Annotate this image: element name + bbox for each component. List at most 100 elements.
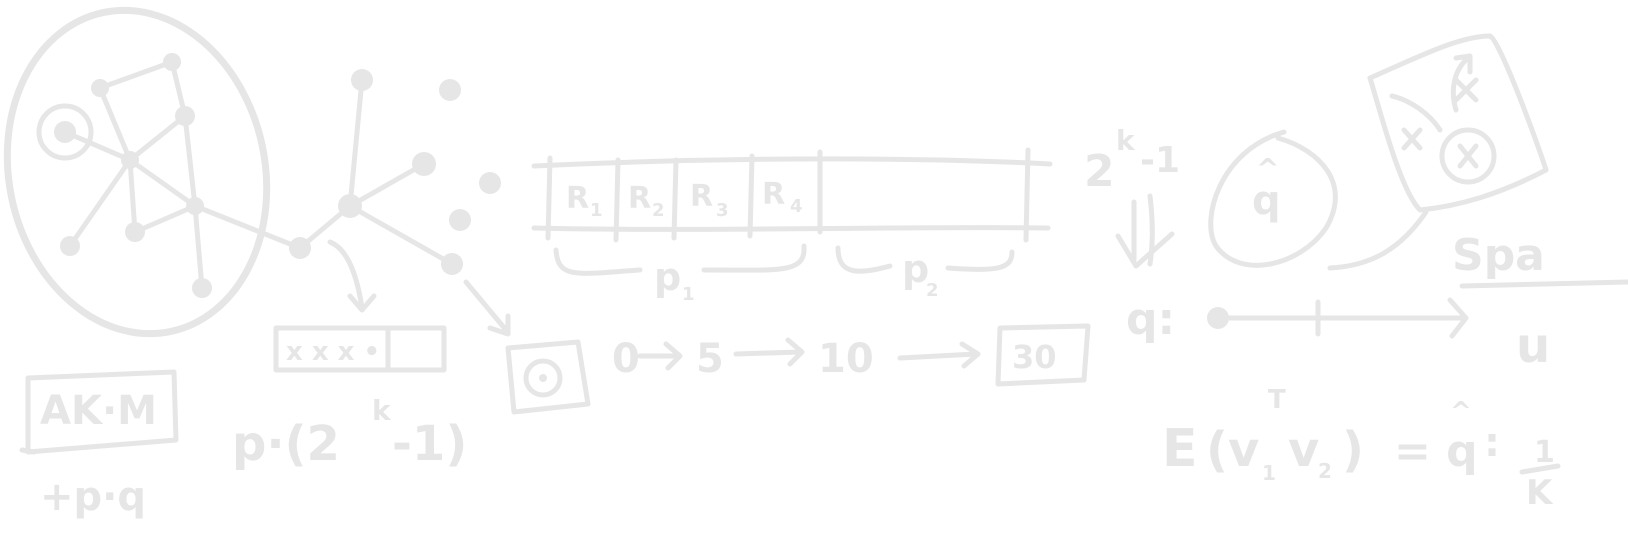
seq-arrow-2 [733,337,805,367]
graph-edge [97,59,188,163]
r2-sub: 2 [652,200,665,221]
graph-node [439,79,461,101]
akm-label: AK·M [40,388,157,434]
q-circle-label: q [1252,178,1281,224]
seq-arrow-1 [637,341,683,371]
target-box-outline [505,339,591,415]
graph-node [175,106,195,126]
down-arrows [1115,193,1175,269]
arrow-to-bucket [327,239,377,313]
graph-node [351,69,373,91]
fraction-numerator: 1 [1534,435,1555,470]
q-colon-label: q: [1126,294,1175,345]
expect-v2: v [1288,422,1319,478]
p2-label: p [902,247,929,291]
graph-node [125,222,145,242]
r-table-top [531,156,1053,169]
sequence: 0 5 10 30 [612,323,1091,387]
expectation-formula: E (v T 1 v 2 ) = q ^ : [1162,385,1500,485]
r-table: R 1 R 2 R 3 R 4 [531,147,1053,243]
q-circle-group: ^ q [1208,129,1429,271]
expect-sub1: 1 [1262,461,1276,485]
p1-sub: 1 [682,284,695,305]
graph-edge [127,157,205,291]
r4-sub: 4 [790,196,803,217]
graph-edge [347,203,455,267]
graph-node [412,152,436,176]
expect-body: (v [1206,422,1259,478]
r1-sub: 1 [590,200,603,221]
seq-ten: 10 [818,336,874,382]
two-k-base: 2 [1084,146,1115,197]
seq-thirty: 30 [1012,338,1057,376]
graph-node [60,236,80,256]
brace-p1-stroke [553,243,807,276]
formula-minus-one: -1) [392,416,467,472]
akm-box-outline [19,369,179,455]
r2-label: R [628,181,651,216]
p2-sub: 2 [926,280,939,301]
pq-label: +p·q [40,474,146,520]
two-k-exp: k [1116,124,1136,157]
cluster-ellipse [3,6,271,338]
rotated-box-circle [1439,127,1497,185]
graph-node-start [36,103,94,161]
span-label-group: Spa [1452,230,1628,289]
formula-p-label: p·(2 [232,416,340,472]
q-blob [1208,129,1338,268]
brace-p2-stroke [835,245,1015,274]
rotated-box [1367,33,1549,213]
seq-arrow-3 [897,341,981,369]
graph-node [441,253,463,275]
rotated-box-outline [1367,33,1549,213]
graph-node [289,237,311,259]
formula-k-exponent: k [372,394,392,427]
graph-node [479,172,501,194]
rotated-box-crosses [1401,77,1479,169]
graph-node [121,151,139,169]
expect-eq: = q [1394,426,1478,477]
fraction-bar [1519,463,1561,475]
graph-node [54,121,76,143]
r4-label: R [762,177,785,212]
arrow-to-box [463,279,511,337]
graph-node [338,194,362,218]
graph-edge [62,113,198,209]
r-table-bottom [531,225,1051,232]
expect-close: ) [1342,422,1364,478]
graph-node [163,53,181,71]
span-label: Spa [1452,230,1545,281]
fraction-one-over-k: 1 K [1519,435,1561,513]
brace-p2: p 2 [835,245,1015,301]
fraction-denominator: K [1526,473,1554,513]
seq-thirty-box [995,323,1091,387]
seq-zero: 0 [612,336,640,382]
graph-node [192,278,212,298]
graph-node [186,197,204,215]
graph-edge [347,161,427,209]
akm-box: AK·M [19,369,179,455]
seq-five: 5 [696,336,724,382]
expect-hat: ^ [1450,397,1472,427]
graph-edge [67,157,133,249]
target-circle [523,358,563,398]
q-arrow-group: q: [1126,294,1469,345]
graph-cluster [3,6,501,338]
rotated-box-arrow [1389,53,1473,133]
q-tail-curve [1327,209,1429,271]
two-k-rest: -1 [1140,140,1180,181]
expect-t: T [1268,385,1286,415]
target-dot [539,374,547,382]
formula-p-2k: p·(2 k -1) [232,394,467,472]
r1-label: R [566,181,589,216]
expect-e: E [1162,419,1198,479]
graph-node [449,209,471,231]
r3-sub: 3 [716,200,729,221]
expect-colon: : [1484,420,1500,466]
target-box [505,339,591,415]
bucket-outline [273,325,447,373]
graph-edge [192,77,365,251]
bucket-box: x x x • [273,325,447,373]
r3-label: R [690,179,713,214]
